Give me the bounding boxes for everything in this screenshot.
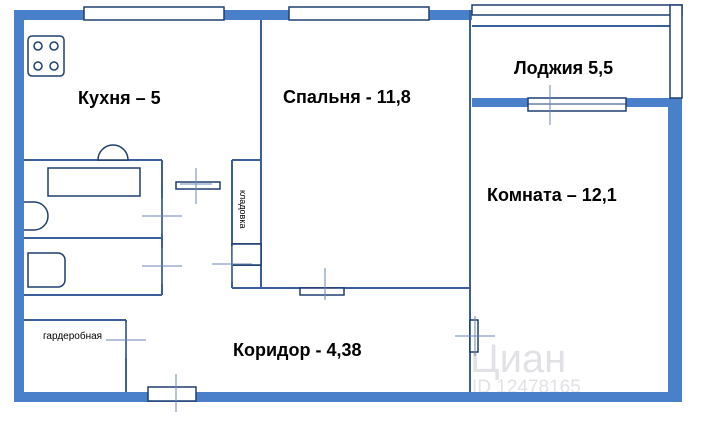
corridor-label: Коридор - 4,38	[233, 340, 362, 360]
room-label: Комната – 12,1	[487, 185, 617, 205]
windows	[83, 6, 627, 112]
bedroom-label: Спальня - 11,8	[283, 87, 411, 107]
bath-door	[175, 181, 221, 190]
door-markers	[106, 85, 551, 412]
watermark: Циан ID 12478165	[470, 337, 581, 398]
wall-top	[14, 10, 472, 20]
toilet-icon	[27, 252, 66, 288]
wall-right	[668, 98, 682, 402]
closet-door	[231, 243, 262, 266]
entrance-door	[147, 386, 197, 402]
kitchen-window	[83, 6, 225, 21]
doors	[147, 181, 479, 402]
loggia-railing	[471, 4, 683, 99]
wardrobe-label: гардеробная	[43, 330, 102, 342]
stove-icon	[27, 35, 65, 77]
loggia-label: Лоджия 5,5	[514, 58, 613, 78]
kitchen-label: Кухня – 5	[78, 88, 161, 108]
watermark-brand: Циан	[470, 337, 566, 381]
sink-icon	[97, 144, 129, 161]
wall-bottom	[14, 392, 682, 402]
bedroom-window	[288, 6, 430, 21]
storage-label: кладовка	[238, 190, 248, 228]
bedroom-door	[299, 287, 345, 296]
bathtub-icon	[24, 167, 141, 231]
wall-left	[14, 10, 24, 402]
